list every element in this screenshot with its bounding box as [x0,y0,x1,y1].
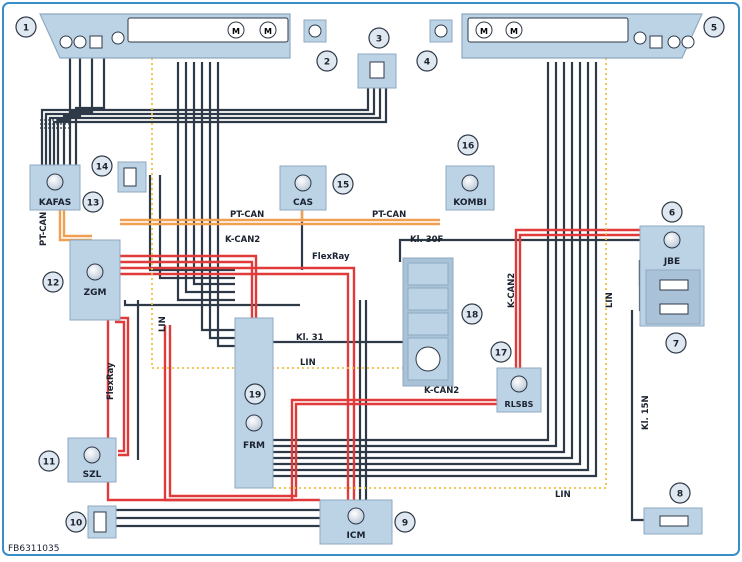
callout-1: 1 [23,24,29,34]
callout-15-circle [332,173,354,195]
callout-19: 19 [249,391,262,401]
callout-5: 5 [711,24,717,34]
label-flexray-1: FlexRay [312,252,350,262]
callout-9-circle [394,511,416,533]
callout-4-circle [416,50,438,72]
callout-11-circle [38,450,60,472]
callout-10: 10 [70,519,83,529]
kombi-module [445,165,495,211]
label-flexray-vertical: FlexRay [106,362,116,400]
label-k-can2-2: K-CAN2 [424,386,459,396]
callout-14: 14 [96,163,109,173]
label-kl31: Kl. 31 [296,333,324,343]
jbe-label: JBE [663,257,680,267]
callout-7-circle [665,332,687,354]
callout-19-circle [244,383,266,405]
label-k-can2-1: K-CAN2 [225,235,260,245]
callout-2: 2 [324,58,330,68]
callout-6: 6 [669,209,675,219]
lamp-2 [303,19,327,43]
figure-code: FB6311035 [8,544,59,554]
svg-text:M: M [510,27,518,36]
callout-3: 3 [376,35,382,45]
frm-label: FRM [243,441,265,451]
callout-6-circle [661,201,683,223]
szl-module [67,437,117,483]
callout-1-circle [15,16,37,38]
callout-7: 7 [673,340,679,350]
label-lin-4: LIN [555,490,571,500]
fuse-8 [643,507,703,535]
label-pt-can-2: PT-CAN [372,210,406,220]
sensor-14 [117,161,147,193]
szl-label: SZL [83,470,102,480]
callout-2-circle [316,50,338,72]
callout-16: 16 [462,142,475,152]
cas-module [279,165,327,211]
sensor-10 [87,505,117,539]
callout-17-circle [490,341,512,363]
label-lin-2: LIN [158,316,168,332]
rlsbs-module [496,367,542,413]
kafas-module [29,164,81,211]
callout-17: 17 [495,349,508,359]
camera-3 [357,53,397,89]
rlsbs-label: RLSBS [505,400,534,409]
callout-16-circle [457,134,479,156]
label-kl30f: Kl. 30F [410,235,444,245]
wires-dark [40,58,650,528]
callout-5-circle [703,16,725,38]
callout-18: 18 [466,311,479,321]
cas-label: CAS [293,198,313,208]
label-kl15n: Kl. 15N [641,395,651,430]
callout-11: 11 [43,458,56,468]
callout-13-circle [82,191,104,213]
wires-lin [151,58,607,489]
svg-text:M: M [232,27,240,36]
label-k-can2-vertical: K-CAN2 [507,273,517,308]
kafas-label: KAFAS [39,198,72,208]
callout-12: 12 [47,279,60,289]
label-pt-can-vertical: PT-CAN [39,212,49,246]
callout-4: 4 [424,58,430,68]
label-lin-3: LIN [605,292,615,308]
wires-red [106,228,640,502]
icm-label: ICM [347,531,366,541]
zgm-module [69,239,121,321]
callout-3-circle [368,27,390,49]
callout-10-circle [65,511,87,533]
callout-8: 8 [677,490,683,500]
lamp-4 [429,19,453,43]
right-headlight: M M [461,13,703,59]
left-headlight: M M [39,13,291,59]
zgm-label: ZGM [84,288,107,298]
callout-8-circle [669,482,691,504]
jbe-module [639,225,705,327]
callout-9: 9 [402,519,408,529]
switch-block-18 [402,257,454,387]
label-lin-1: LIN [300,358,316,368]
label-pt-can-1: PT-CAN [230,210,264,220]
callout-12-circle [42,271,64,293]
icm-module [319,499,393,545]
kombi-label: KOMBI [453,198,486,208]
callout-18-circle [461,303,483,325]
callout-14-circle [91,155,113,177]
callout-15: 15 [337,181,350,191]
kafas-harness [40,119,70,129]
svg-text:M: M [480,27,488,36]
svg-text:M: M [264,27,272,36]
callout-13: 13 [87,199,100,209]
